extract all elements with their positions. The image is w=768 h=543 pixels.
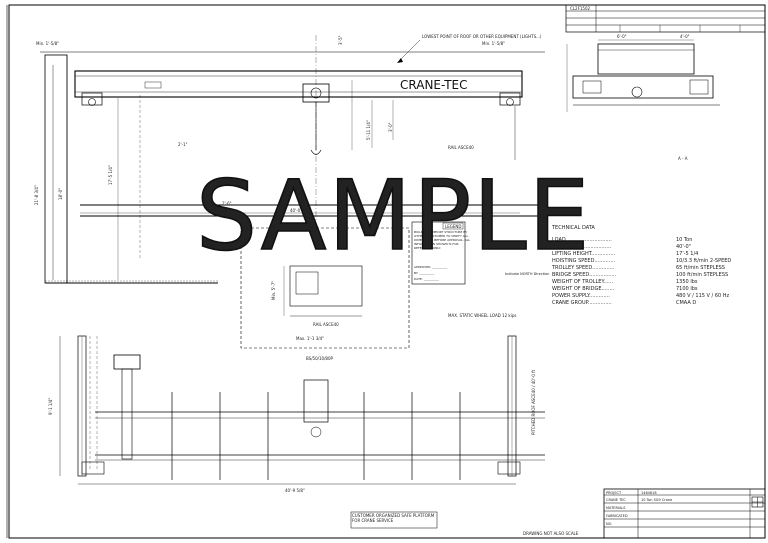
tech-value: CMAA D [676, 300, 696, 306]
roof-note: LOWEST POINT OF ROOF OR OTHER EQUIPMENT … [422, 34, 542, 39]
dim-min-left: Min. 1'-5/8" [36, 41, 59, 46]
dim-c: 2'-1" [178, 142, 188, 147]
title-row: NO. [606, 522, 612, 526]
not-to-scale-note: DRAWING NOT ALSO SCALE [523, 531, 579, 536]
rail-detail [240, 227, 410, 349]
rail-note-top: RAIL ASCE40 [448, 145, 474, 150]
technical-data: TECHNICAL DATA LOAD.....................… [551, 225, 731, 306]
tech-value: 17'-5 1/4 [676, 251, 698, 257]
dim-wheelbase: 4'-0" [680, 34, 690, 39]
dim-h: 6'-0" [617, 34, 627, 39]
legend-line: REFERENCE ONLY. [414, 246, 441, 250]
hoist-label: BS/50/10/80P [306, 356, 334, 361]
dim-e: 5'-11 1/4" [366, 120, 371, 140]
tech-label: LIFTING HEIGHT............... [552, 251, 616, 257]
sheet-border [8, 4, 766, 539]
rail-length-note: PITCHED ROOF ASCE40 / 40'-0 ft [531, 370, 536, 435]
dim-height: 21'-8 3/4" [34, 185, 39, 205]
dim-span: 40'-0" [290, 208, 302, 213]
title-row: CRANE TEC [606, 498, 626, 502]
title-block: PROJECT 1464818 10 Ton SG9 Crane CRANE T… [603, 488, 766, 539]
north-note: Indicate NORTH Direction [505, 272, 549, 276]
dim-j: Min. 5'-7" [271, 281, 276, 300]
legend-field: BY: __________ [414, 271, 435, 275]
legend-field: DATE: __________ [414, 277, 439, 281]
tech-label: WEIGHT OF TROLLEY...... [552, 279, 613, 285]
legend-line: OTHERS. CUSTOMER TO VERIFY ALL [414, 234, 468, 238]
max-wheel-note: MAX. STATIC WHEEL LOAD 12 kips [448, 313, 516, 318]
dim-f: 3'-0" [388, 122, 393, 132]
dim-min-right: Min. 1'-5/8" [482, 41, 505, 46]
side-view [566, 39, 720, 112]
project-value: 1464818 [641, 491, 657, 495]
project-label: PROJECT [606, 491, 622, 495]
tech-label: TROLLEY SPEED.............. [551, 265, 615, 271]
legend-box: LEGEND BUILDING SUPPORT STRUCTURE BY OTH… [411, 221, 470, 285]
title-row: MATERIALS [606, 506, 626, 510]
header-strip: CL2F1502 [565, 4, 766, 33]
rail-note-detail: RAIL ASCE40 [313, 322, 339, 327]
dim-k: Max. 1'-1 3/4" [296, 336, 324, 341]
tech-title: TECHNICAL DATA [551, 225, 595, 231]
sample-watermark: SAMPLE [196, 160, 591, 272]
legend-field: APPROVED: __________ [414, 265, 448, 269]
tech-value: 65 ft/min STEPLESS [676, 265, 725, 271]
customer-note-box [350, 511, 438, 529]
dim-d: 3'-2" [386, 201, 396, 206]
tech-value: 10 Ton [676, 237, 692, 243]
legend-title: LEGEND [445, 224, 461, 229]
title-row: FABRICATED [606, 514, 628, 518]
legend-line: BUILDING SUPPORT STRUCTURE BY [414, 230, 467, 234]
dim-lift: 18'-0" [58, 188, 63, 200]
plan-posts [171, 392, 461, 480]
tech-label: CRANE GROUP............... [552, 300, 612, 306]
dim-approach: 9'-1 1/4" [48, 398, 53, 415]
tech-value: 100 ft/min STEPLESS [676, 272, 728, 278]
customer-note: CUSTOMER ORGANIZED SAFE PLATFORM FOR CRA… [352, 513, 435, 523]
legend-line: INFORMATION SHOWN IS FOR [414, 242, 459, 246]
legend-line: DIMENSIONS BEFORE APPROVAL. ALL [414, 238, 470, 242]
tech-label: WEIGHT OF BRIDGE........ [552, 286, 615, 292]
section-label: A - A [678, 156, 688, 161]
dim-hook: 17'-5 1/4" [108, 165, 113, 185]
drawing-number: CL2F1502 [570, 6, 591, 11]
tech-label: BRIDGE SPEED................. [552, 272, 617, 278]
tech-value: 7100 lbs [676, 286, 698, 292]
tech-value: 10/3.3 ft/min 2-SPEED [676, 258, 731, 264]
tech-value: 1350 lbs [676, 279, 698, 285]
dim-bottom-span: 40'-9 5/8" [285, 488, 305, 493]
tech-value: 480 V / 115 V / 60 Hz [676, 293, 730, 299]
dim-a: 3'-5" [338, 35, 343, 45]
project-desc: 10 Ton SG9 Crane [641, 498, 672, 502]
dim-b: 2'-6" [222, 201, 232, 206]
crane-brand: CRANE-TEC [400, 78, 468, 92]
tech-label: LOAD............................. [552, 237, 612, 243]
customer-note-wrap: CUSTOMER ORGANIZED SAFE PLATFORM FOR CRA… [352, 513, 435, 523]
tech-label: SPAN............................. [552, 244, 612, 250]
tech-label: HOISTING SPEED............. [552, 258, 616, 264]
plan-view [59, 335, 545, 485]
tech-value: 40'-0" [676, 244, 691, 250]
tech-label: POWER SUPPLY............. [552, 293, 610, 299]
main-elevation [40, 35, 545, 284]
